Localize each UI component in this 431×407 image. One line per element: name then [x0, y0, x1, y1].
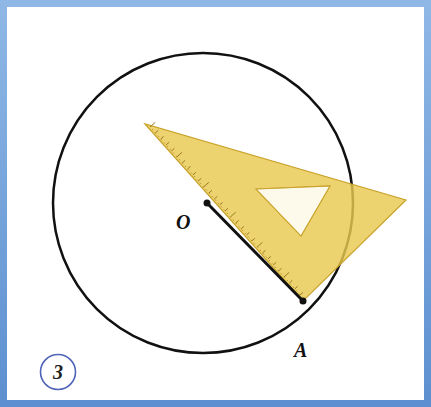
number-circle: 3: [39, 353, 77, 391]
center-point: [204, 200, 211, 207]
callout-number: 3: [53, 362, 63, 382]
point-label: O: [176, 212, 190, 232]
point-a: [300, 298, 307, 305]
point-label: A: [294, 340, 307, 360]
set-square: [145, 124, 406, 301]
panel: [7, 7, 424, 400]
radius-segment: [207, 203, 303, 301]
circle: [53, 53, 353, 353]
